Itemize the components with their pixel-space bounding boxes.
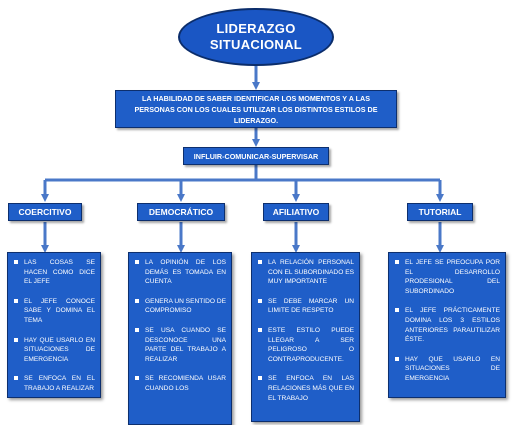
bullet-icon xyxy=(135,260,139,264)
list-item: SE RECOMIENDA USAR CUANDO LOS xyxy=(134,374,226,393)
detail-box-afiliativo: LA RELACIÓN PERSONAL CON EL SUBORDINADO … xyxy=(251,252,360,422)
style-label-text: DEMOCRÁTICO xyxy=(148,207,214,217)
style-label-text: AFILIATIVO xyxy=(272,207,320,217)
list-item: EL JEFE PRÁCTICAMENTE DOMINA LOS 3 ESTIL… xyxy=(394,306,500,344)
bullet-icon xyxy=(14,376,18,381)
bullet-icon xyxy=(14,337,18,342)
list-item: GENERA UN SENTIDO DE COMPROMISO xyxy=(134,297,226,316)
style-label-text: TUTORIAL xyxy=(418,207,462,217)
title-line-1: LIDERAZGO xyxy=(216,21,296,36)
list-item-text: SE USA CUANDO SE DESCONOCE UNA PARTE DEL… xyxy=(145,326,226,363)
bullet-icon xyxy=(135,376,139,381)
bullet-icon xyxy=(395,356,399,361)
list-item: SE ENFOCA EN LAS RELACIONES MÁS QUE EN E… xyxy=(257,374,354,403)
style-label-coercitivo: COERCITIVO xyxy=(8,203,82,221)
detail-box-tutorial: EL JEFE SE PREOCUPA POR EL DESARROLLO PR… xyxy=(388,252,506,398)
title-line-2: SITUACIONAL xyxy=(209,37,303,52)
definition-node: LA HABILIDAD DE SABER IDENTIFICAR LOS MO… xyxy=(115,90,397,128)
bullet-icon xyxy=(258,376,262,381)
list-item-text: EL JEFE SE PREOCUPA POR EL DESARROLLO PR… xyxy=(405,259,500,295)
list-item-text: EL JEFE PRÁCTICAMENTE DOMINA LOS 3 ESTIL… xyxy=(405,307,500,344)
bullet-icon xyxy=(395,260,399,264)
list-item: HAY QUE USARLO EN SITUACIONES DE EMERGEN… xyxy=(394,355,500,384)
list-item-text: SE RECOMIENDA USAR CUANDO LOS xyxy=(145,375,226,392)
list-item: LAS COSAS SE HACEN COMO DICE EL JEFE xyxy=(13,258,95,287)
style-label-afiliativo: AFILIATIVO xyxy=(263,203,329,221)
list-item-text: EL JEFE CONOCE SABE Y DOMINA EL TEMA xyxy=(24,297,95,324)
list-item: LA OPINIÓN DE LOS DEMÁS ES TOMADA EN CUE… xyxy=(134,258,226,287)
subtitle-node: INFLUIR-COMUNICAR-SUPERVISAR xyxy=(183,147,329,165)
list-item-text: SE DEBE MARCAR UN LIMITE DE RESPETO xyxy=(268,297,354,315)
list-item: ESTE ESTILO PUEDE LLEGAR A SER PELIGROSO… xyxy=(257,326,354,364)
list-item: EL JEFE SE PREOCUPA POR EL DESARROLLO PR… xyxy=(394,258,500,296)
list-item-text: HAY QUE USARLO EN SITUACIONES DE EMERGEN… xyxy=(405,355,500,382)
bullet-icon xyxy=(258,327,262,332)
bullet-icon xyxy=(395,308,399,313)
list-item: SE DEBE MARCAR UN LIMITE DE RESPETO xyxy=(257,297,354,316)
list-item-text: SE ENFOCA EN LAS RELACIONES MÁS QUE EN E… xyxy=(268,375,354,402)
list-item: HAY QUE USARLO EN SITUACIONES DE EMERGEN… xyxy=(13,336,95,365)
list-item-text: ESTE ESTILO PUEDE LLEGAR A SER PELIGROSO… xyxy=(268,326,354,363)
style-label-tutorial: TUTORIAL xyxy=(407,203,473,221)
title-node: LIDERAZGO SITUACIONAL xyxy=(178,8,334,66)
subtitle-text: INFLUIR-COMUNICAR-SUPERVISAR xyxy=(193,151,319,161)
list-item: SE USA CUANDO SE DESCONOCE UNA PARTE DEL… xyxy=(134,326,226,364)
detail-box-democratico: LA OPINIÓN DE LOS DEMÁS ES TOMADA EN CUE… xyxy=(128,252,232,425)
style-label-text: COERCITIVO xyxy=(18,207,72,217)
list-item-text: GENERA UN SENTIDO DE COMPROMISO xyxy=(145,297,226,315)
list-item: EL JEFE CONOCE SABE Y DOMINA EL TEMA xyxy=(13,297,95,326)
list-item-text: LA OPINIÓN DE LOS DEMÁS ES TOMADA EN CUE… xyxy=(145,259,226,286)
bullet-icon xyxy=(258,260,262,264)
style-label-democratico: DEMOCRÁTICO xyxy=(137,203,225,221)
list-item: LA RELACIÓN PERSONAL CON EL SUBORDINADO … xyxy=(257,258,354,287)
list-item-text: HAY QUE USARLO EN SITUACIONES DE EMERGEN… xyxy=(24,336,95,363)
list-item-text: LAS COSAS SE HACEN COMO DICE EL JEFE xyxy=(24,259,95,286)
list-item: SE ENFOCA EN EL TRABAJO A REALIZAR xyxy=(13,374,95,393)
list-item-text: SE ENFOCA EN EL TRABAJO A REALIZAR xyxy=(24,375,95,392)
bullet-icon xyxy=(135,298,139,303)
bullet-icon xyxy=(258,298,262,303)
bullet-icon xyxy=(135,327,139,332)
list-item-text: LA RELACIÓN PERSONAL CON EL SUBORDINADO … xyxy=(268,259,354,286)
bullet-icon xyxy=(14,260,18,264)
bullet-icon xyxy=(14,298,18,303)
detail-box-coercitivo: LAS COSAS SE HACEN COMO DICE EL JEFE EL … xyxy=(7,252,101,398)
definition-text: LA HABILIDAD DE SABER IDENTIFICAR LOS MO… xyxy=(134,93,378,125)
